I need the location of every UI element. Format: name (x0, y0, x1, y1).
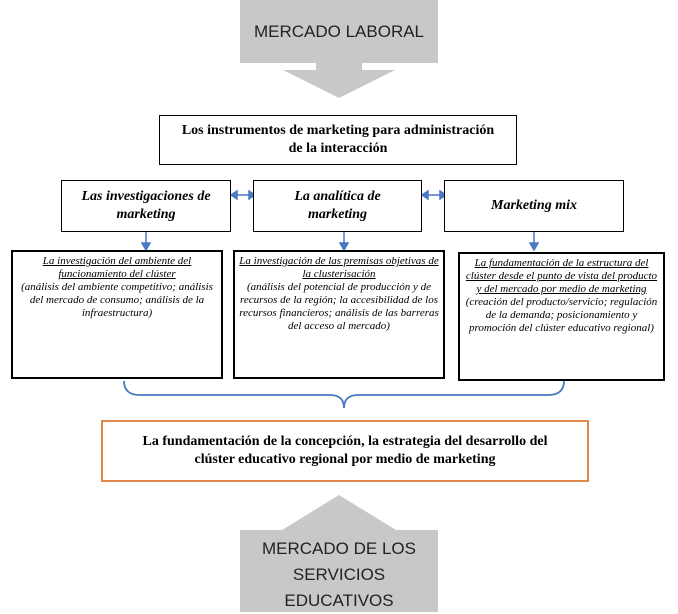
double-arrow-left (229, 189, 257, 201)
bottom-label-line2: SERVICIOS EDUCATIVOS (284, 564, 394, 610)
result-line1: La fundamentación de la concepción, la e… (142, 434, 548, 449)
bottom-label-line1: MERCADO DE LOS (262, 538, 416, 558)
detail-marketing-mix-heading: La fundamentación de la estructura del c… (465, 257, 658, 295)
mercado-servicios-label: MERCADO DE LOS SERVICIOS EDUCATIVOS (240, 537, 438, 612)
detail-box-analytics: La investigación de las premisas objetiv… (233, 250, 445, 379)
detail-box-research: La investigación del ambiente del funcio… (11, 250, 223, 379)
detail-marketing-mix-body: (creación del producto/servicio; regulac… (465, 296, 658, 334)
detail-research-body: (análisis del ambiente competitivo; anál… (21, 281, 213, 319)
detail-research-heading: La investigación del ambiente del funcio… (42, 255, 192, 280)
mercado-laboral-label: MERCADO LABORAL (240, 0, 438, 63)
top-arrow-head (283, 63, 395, 98)
down-arrow-2 (338, 232, 350, 252)
result-box: La fundamentación de la concepción, la e… (101, 420, 589, 482)
detail-box-marketing-mix: La fundamentación de la estructura del c… (458, 252, 665, 381)
title-box-research: Las investigaciones de marketing (61, 180, 231, 232)
instruments-box: Los instrumentos de marketing para admin… (159, 115, 517, 165)
title-box-analytics: La analítica de marketing (253, 180, 422, 232)
title-analytics-line2: marketing (307, 207, 368, 222)
top-label-text: MERCADO LABORAL (253, 21, 425, 41)
detail-analytics-body: (análisis del potencial de producción y … (239, 281, 439, 332)
detail-analytics-heading: La investigación de las premisas objetiv… (239, 255, 439, 280)
title-box-marketing-mix: Marketing mix (444, 180, 624, 232)
title-research-line2: marketing (116, 207, 176, 222)
down-arrow-3 (528, 232, 540, 252)
title-analytics-line1: La analítica de (294, 189, 381, 204)
grouping-brace (123, 380, 565, 409)
result-line2: clúster educativo regional por medio de … (194, 452, 496, 467)
title-marketing-mix: Marketing mix (491, 198, 577, 213)
instruments-line1: Los instrumentos de marketing para admin… (181, 123, 495, 138)
double-arrow-right (420, 189, 448, 201)
instruments-line2: de la interacción (288, 141, 388, 156)
down-arrow-1 (140, 232, 152, 252)
title-research-line1: Las investigaciones de (81, 189, 211, 204)
bottom-arrow-head (282, 495, 396, 537)
